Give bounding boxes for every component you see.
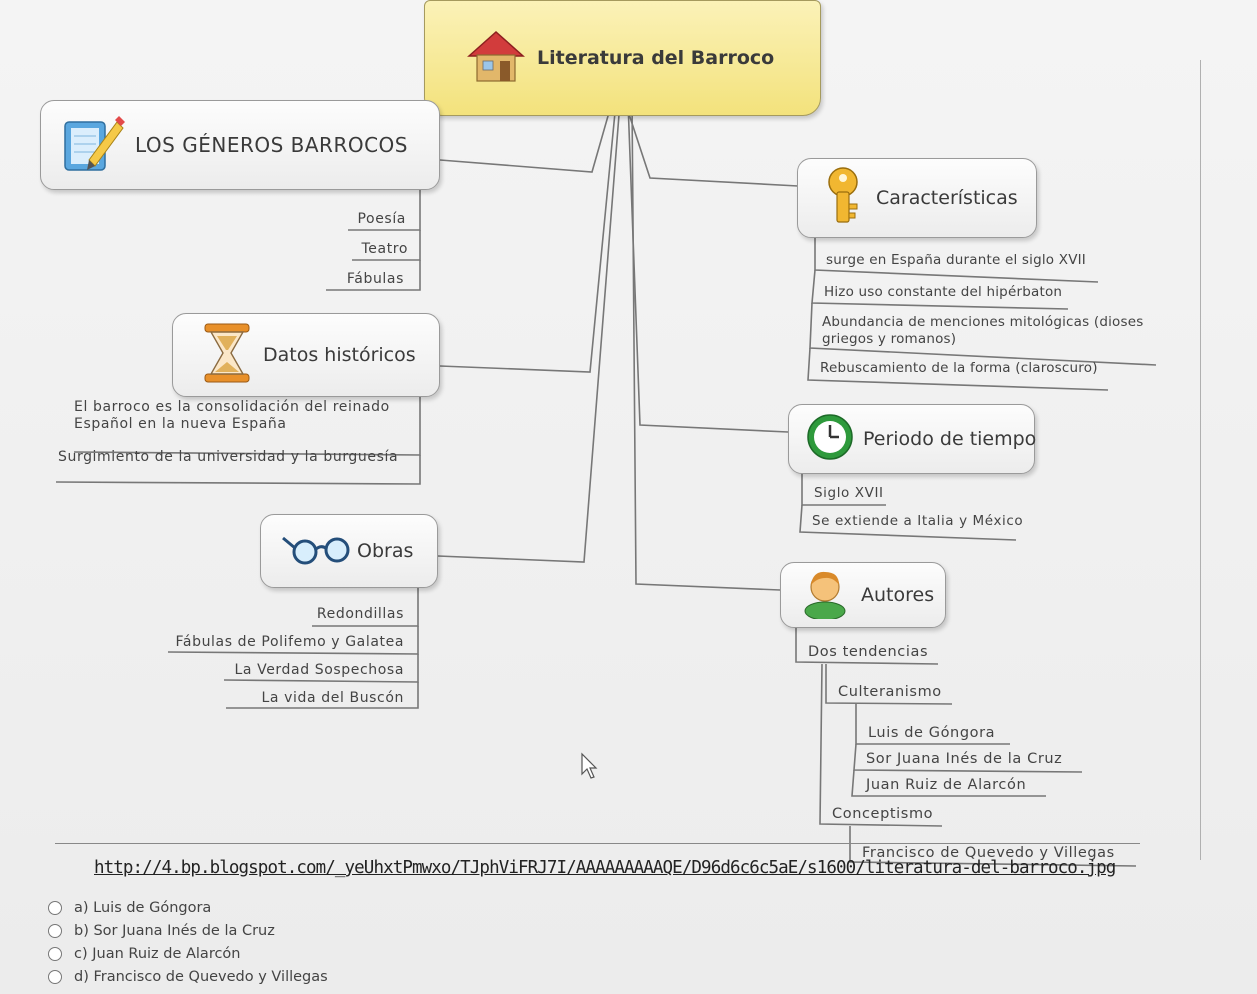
branch-generos-title: LOS GÉNEROS BARROCOS — [135, 133, 408, 157]
branch-periodo[interactable]: Periodo de tiempo — [788, 404, 1037, 474]
leaf-datos-2: Surgimiento de la universidad y la burgu… — [58, 449, 399, 465]
option-d-label: d) Francisco de Quevedo y Villegas — [74, 969, 328, 985]
branch-periodo-title: Periodo de tiempo — [863, 428, 1037, 450]
leaf-culteranismo-2: Sor Juana Inés de la Cruz — [866, 751, 1063, 767]
branch-datos-title: Datos históricos — [263, 344, 416, 366]
branch-obras-title: Obras — [357, 540, 414, 562]
leaf-autores-culteranismo: Culteranismo — [838, 684, 942, 700]
hourglass-icon — [201, 322, 253, 388]
central-node[interactable]: Literatura del Barroco — [424, 0, 821, 116]
leaf-obras-2: Fábulas de Polifemo y Galatea — [175, 634, 404, 650]
leaf-caracteristicas-4: Rebuscamiento de la forma (claroscuro) — [820, 360, 1098, 376]
branch-generos[interactable]: LOS GÉNEROS BARROCOS — [40, 100, 440, 190]
branch-caracteristicas[interactable]: Características — [797, 158, 1037, 238]
option-b-label: b) Sor Juana Inés de la Cruz — [74, 923, 275, 939]
key-icon — [820, 166, 866, 230]
leaf-generos-1: Poesía — [357, 211, 406, 227]
leaf-autores-conceptismo: Conceptismo — [832, 806, 934, 822]
mouse-cursor-icon — [581, 752, 598, 779]
leaf-autores-tendencias: Dos tendencias — [808, 644, 929, 660]
leaf-caracteristicas-2: Hizo uso constante del hipérbaton — [824, 284, 1063, 300]
branch-autores-title: Autores — [861, 584, 935, 606]
central-title: Literatura del Barroco — [537, 47, 775, 69]
leaf-caracteristicas-3: Abundancia de menciones mitológicas (dio… — [822, 314, 1144, 347]
leaf-conceptismo-1: Francisco de Quevedo y Villegas — [862, 845, 1115, 861]
option-b[interactable]: b) Sor Juana Inés de la Cruz — [48, 923, 275, 939]
option-a-label: a) Luis de Góngora — [74, 900, 212, 916]
leaf-generos-3: Fábulas — [346, 271, 404, 287]
leaf-culteranismo-3: Juan Ruiz de Alarcón — [866, 777, 1027, 793]
leaf-periodo-2: Se extiende a Italia y México — [812, 513, 1024, 529]
option-a[interactable]: a) Luis de Góngora — [48, 900, 211, 916]
leaf-culteranismo-1: Luis de Góngora — [868, 725, 996, 741]
user-icon — [799, 567, 851, 623]
image-url-link[interactable]: http://4.bp.blogspot.com/_yeUhxtPmwxo/TJ… — [94, 858, 1116, 878]
leaf-obras-3: La Verdad Sospechosa — [234, 662, 404, 678]
leaf-periodo-1: Siglo XVII — [814, 485, 884, 501]
leaf-obras-4: La vida del Buscón — [261, 690, 404, 706]
leaf-generos-2: Teatro — [361, 241, 408, 257]
option-c[interactable]: c) Juan Ruiz de Alarcón — [48, 946, 241, 962]
radio-option-d[interactable] — [48, 970, 62, 984]
house-icon — [465, 28, 527, 88]
leaf-datos-1: El barroco es la consolidación del reina… — [74, 399, 390, 432]
radio-option-a[interactable] — [48, 901, 62, 915]
branch-autores[interactable]: Autores — [780, 562, 946, 628]
option-d[interactable]: d) Francisco de Quevedo y Villegas — [48, 969, 328, 985]
radio-option-c[interactable] — [48, 947, 62, 961]
branch-datos[interactable]: Datos históricos — [172, 313, 440, 397]
glasses-icon — [281, 532, 353, 570]
leaf-caracteristicas-1: surge en España durante el siglo XVII — [826, 252, 1086, 268]
branch-obras[interactable]: Obras — [260, 514, 438, 588]
radio-option-b[interactable] — [48, 924, 62, 938]
separator-line — [55, 843, 1140, 844]
pencil-notebook-icon — [59, 112, 125, 178]
option-c-label: c) Juan Ruiz de Alarcón — [74, 946, 241, 962]
page-right-border — [1200, 60, 1201, 860]
branch-caracteristicas-title: Características — [876, 187, 1018, 209]
clock-icon — [805, 412, 855, 466]
leaf-obras-1: Redondillas — [316, 606, 404, 622]
